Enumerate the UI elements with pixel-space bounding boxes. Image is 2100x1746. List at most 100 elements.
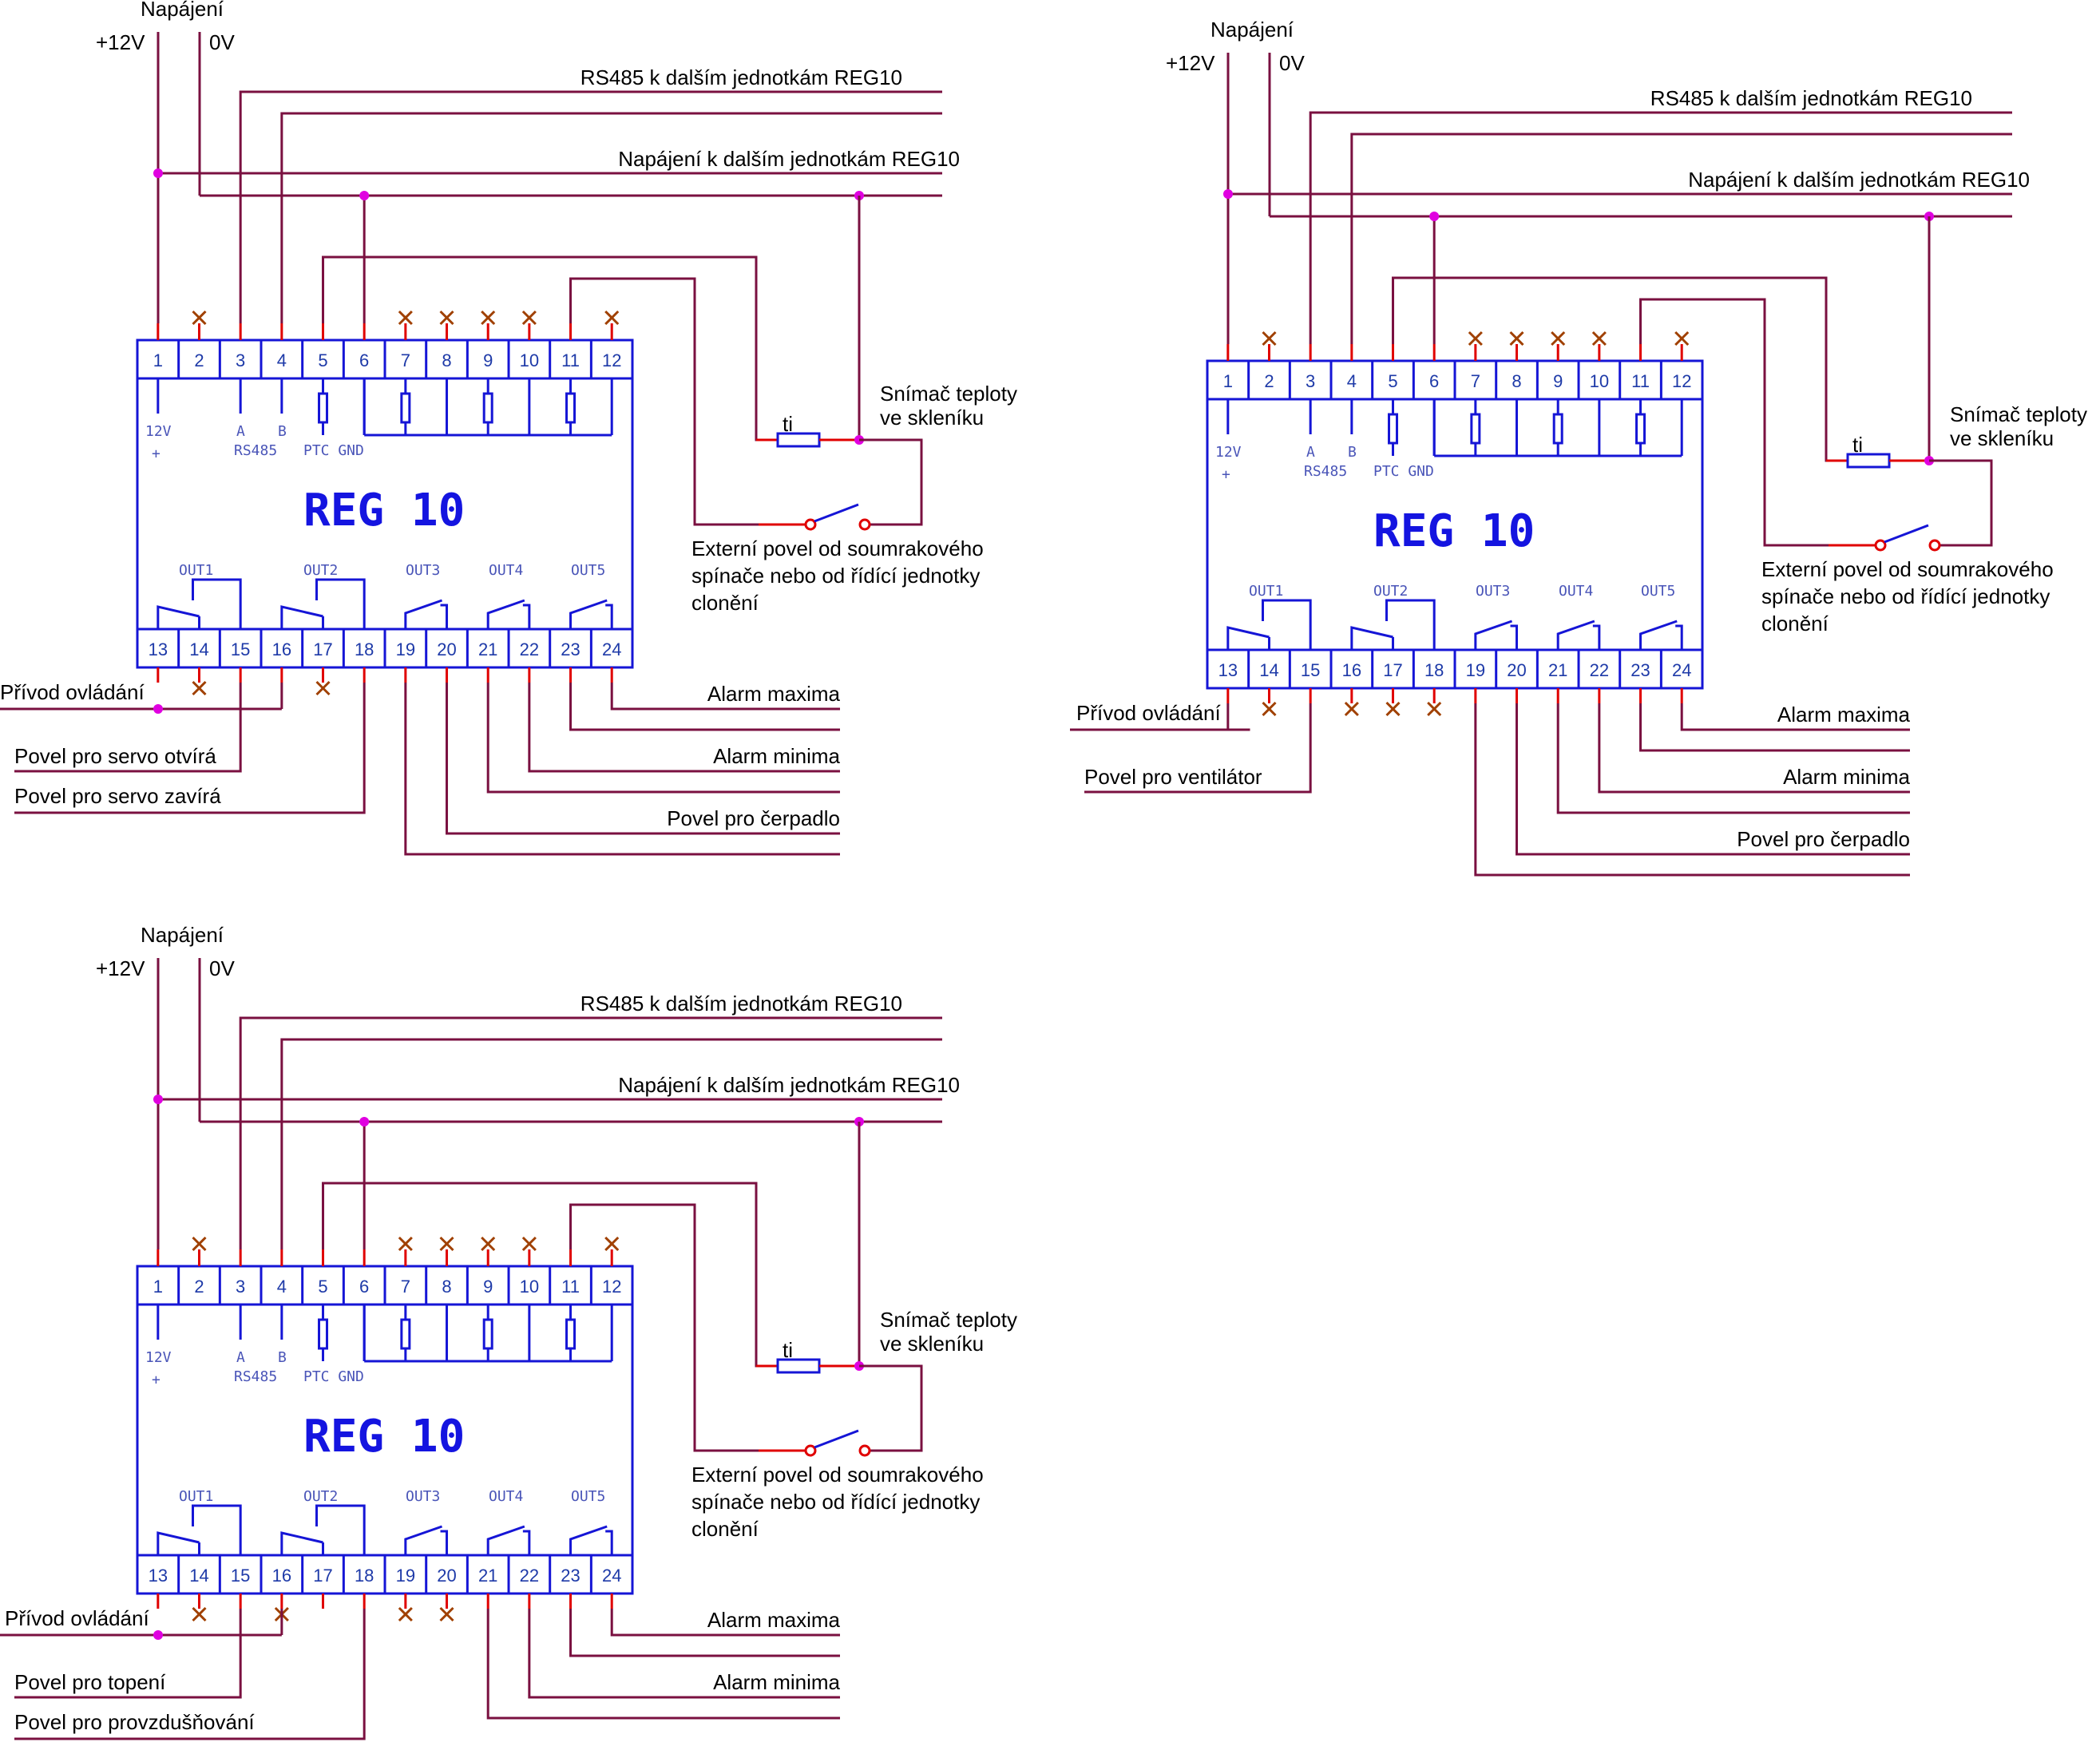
left-label-servo-close: Povel pro servo zavírá (14, 784, 221, 808)
output-label: OUT2 (1373, 583, 1408, 600)
external-label-2: spínače nebo od řídící jednotky (691, 1490, 980, 1514)
sensor-label-1: Snímač teploty (1950, 402, 2087, 426)
unused-terminal-mark (1591, 331, 1607, 346)
terminal-number: 21 (1548, 660, 1567, 680)
terminal-number: 5 (318, 1277, 327, 1297)
terminal-number: 7 (401, 1277, 410, 1297)
terminal-number: 5 (318, 350, 327, 370)
terminal-number: 8 (442, 350, 451, 370)
unused-terminal-mark (398, 310, 413, 326)
left-label-servo-open: Povel pro servo otvírá (14, 744, 216, 768)
label-plus: + (152, 445, 160, 462)
supply-title: Napájení (141, 923, 224, 947)
right-label-alarm-min: Alarm minima (713, 744, 840, 768)
terminal-number: 11 (561, 1277, 580, 1297)
external-label-3: clonění (1761, 612, 1829, 635)
supply-title: Napájení (141, 0, 224, 21)
ti-label: ti (783, 412, 793, 436)
relay-nc-lead (315, 1504, 366, 1555)
relay-contact-icon (569, 1525, 608, 1555)
rs485-b-wire (1350, 133, 2012, 344)
external-label-3: clonění (691, 1517, 759, 1541)
alarm-min-wire (528, 683, 840, 773)
unused-terminal-mark (1385, 701, 1401, 717)
rs485-a-wire (239, 90, 942, 323)
external-label-1: Externí povel od soumrakového (691, 1463, 984, 1487)
rs485-label: RS485 k dalším jednotkám REG10 (580, 65, 902, 89)
terminal-number: 17 (313, 639, 332, 659)
fan-wire (1084, 703, 1312, 794)
terminal-number: 20 (437, 639, 456, 659)
unused-terminal-mark (192, 1606, 207, 1622)
unused-terminal-mark (481, 310, 496, 326)
terminal-number: 18 (1424, 660, 1444, 680)
output-label: OUT4 (1559, 583, 1593, 600)
terminal-number: 24 (602, 639, 621, 659)
ptc-resistor-icon (1635, 413, 1646, 445)
right-label-alarm-min: Alarm minima (713, 1670, 840, 1694)
junction-dot (153, 704, 163, 714)
terminal-number: 16 (272, 1566, 291, 1586)
alarm-max-wire (610, 1609, 840, 1637)
relay-lead (1592, 624, 1601, 650)
rs485-label: RS485 k dalším jednotkám REG10 (1650, 86, 1972, 110)
alarm-min-wire (1598, 703, 1910, 794)
terminal-number: 24 (602, 1566, 621, 1586)
relay-lead (1510, 624, 1519, 650)
terminal-number: 17 (1383, 660, 1402, 680)
right-label-alarm-max: Alarm maxima (707, 1608, 841, 1632)
device-title: REG 10 (303, 485, 465, 536)
sensor-return-wire (1929, 459, 1993, 547)
servo-open-wire (14, 683, 242, 773)
terminal-number: 1 (153, 350, 163, 370)
alarm-min-common (1556, 703, 1910, 814)
relay-contact-icon (569, 599, 608, 629)
terminal-number: 15 (1301, 660, 1320, 680)
switch-lever-icon (814, 1429, 859, 1449)
label-plus: + (1222, 466, 1230, 483)
switch-contact-icon (858, 518, 871, 531)
external-input-wire (569, 277, 759, 526)
label-12v: 12V (145, 1349, 172, 1366)
ptc-resistor-icon (318, 392, 329, 424)
terminal-number: 17 (313, 1566, 332, 1586)
device-title: REG 10 (303, 1411, 465, 1463)
label-ptc-gnd: PTC GND (1373, 463, 1434, 480)
aeration-wire (14, 1609, 366, 1740)
output-label: OUT2 (303, 1488, 338, 1505)
ptc-resistor-icon (318, 1318, 329, 1350)
output-label: OUT5 (571, 1488, 605, 1505)
rs485-b-wire (280, 112, 942, 323)
relay-nc-lead (1262, 599, 1312, 650)
rs485-a-wire (239, 1016, 942, 1249)
unused-terminal-mark (604, 1236, 620, 1252)
junction-dot (359, 1117, 370, 1126)
terminal-number: 6 (359, 1277, 369, 1297)
heating-wire (14, 1609, 242, 1699)
terminal-number: 13 (1218, 660, 1238, 680)
terminal-number: 4 (277, 350, 287, 370)
right-label-alarm-min: Alarm minima (1783, 765, 1910, 789)
terminal-number: 18 (355, 1566, 374, 1586)
terminal-number: 8 (1512, 371, 1521, 391)
unused-terminal-mark (1344, 701, 1359, 717)
external-label-1: Externí povel od soumrakového (1761, 557, 2054, 581)
right-label-alarm-max: Alarm maxima (707, 682, 841, 706)
unused-terminal-mark (439, 1236, 454, 1252)
unused-terminal-mark (1427, 701, 1442, 717)
sensor-label-2: ve skleníku (880, 406, 984, 430)
relay-contact-icon (280, 605, 323, 629)
output-label: OUT2 (303, 562, 338, 579)
junction-dot (1429, 212, 1440, 221)
ptc-resistor-icon (1388, 413, 1399, 445)
terminal-number: 23 (561, 639, 580, 659)
rs485-a-wire (1309, 111, 2012, 344)
terminal-number: 16 (1342, 660, 1361, 680)
unused-terminal-mark (481, 1236, 496, 1252)
terminal-number: 4 (277, 1277, 287, 1297)
unused-terminal-mark (1468, 331, 1483, 346)
terminal-number: 11 (1631, 371, 1650, 391)
relay-contact-icon (1639, 620, 1678, 650)
device-title: REG 10 (1373, 505, 1535, 557)
